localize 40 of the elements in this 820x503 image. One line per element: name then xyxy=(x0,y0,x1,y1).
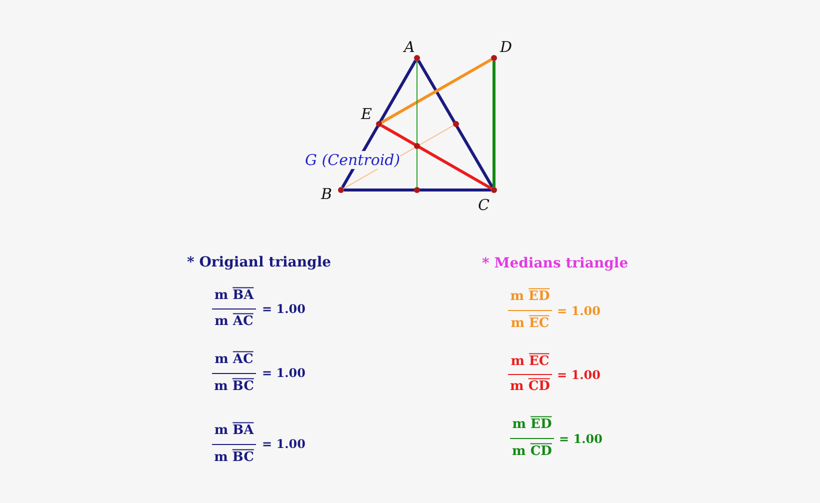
point-dot xyxy=(414,55,420,61)
segment-measure: m ED xyxy=(510,289,550,305)
segment-measure: m ED xyxy=(512,417,552,433)
section-heading: * Medians triangle xyxy=(482,256,628,272)
centroid-label: G (Centroid) xyxy=(305,151,400,169)
point-dot xyxy=(338,187,344,193)
segment-measure: m BA xyxy=(214,288,254,304)
ratio-value: = 1.00 xyxy=(557,304,600,318)
point-dot xyxy=(491,55,497,61)
point-dot xyxy=(376,121,382,127)
segment-measure: m AC xyxy=(214,314,254,330)
point-dot xyxy=(414,187,420,193)
ratio-value: = 1.00 xyxy=(262,366,306,380)
point-label: A xyxy=(404,38,415,56)
line-segment xyxy=(416,60,418,188)
point-dot xyxy=(491,187,497,193)
point-label: C xyxy=(478,196,490,214)
segment-measure: m EC xyxy=(510,354,550,370)
ratio-value: = 1.00 xyxy=(559,432,602,446)
segment-measure: m CD xyxy=(512,444,552,460)
ratio-value: = 1.00 xyxy=(262,302,306,316)
line-segment xyxy=(492,61,496,187)
line-segment xyxy=(344,188,491,192)
line-segment xyxy=(417,60,494,188)
segment-measure: m CD xyxy=(510,379,550,395)
line-segment xyxy=(380,58,492,124)
point-label: B xyxy=(321,185,332,203)
ratio-value: = 1.00 xyxy=(262,436,306,452)
point-label: D xyxy=(500,38,512,56)
segment-measure: m BC xyxy=(214,450,254,466)
line-segment xyxy=(380,124,492,190)
segment-measure: m BA xyxy=(214,423,254,439)
line-segment xyxy=(341,60,417,188)
ratio-value: = 1.00 xyxy=(557,368,600,382)
segment-measure: m EC xyxy=(510,316,550,332)
section-heading: * Origianl triangle xyxy=(187,254,332,272)
segment-measure: m AC xyxy=(214,352,254,368)
segment-measure: m BC xyxy=(214,379,254,395)
point-label: E xyxy=(361,105,372,123)
point-dot xyxy=(453,121,459,127)
